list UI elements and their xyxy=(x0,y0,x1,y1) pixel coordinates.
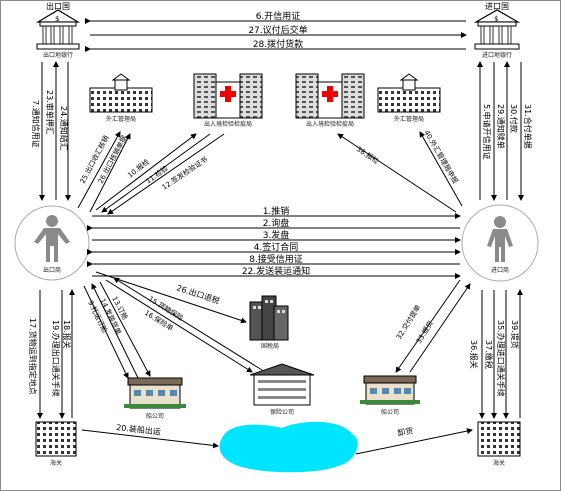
flow-arrow-14 xyxy=(91,283,139,379)
exporter-country-label: 出口国 xyxy=(46,1,70,11)
flow-label-33: 33.提货 xyxy=(414,319,435,345)
inspection-left-icon xyxy=(193,73,263,119)
flow-label-4: 4.签订合同 xyxy=(254,241,299,253)
exporter-label: 出口商 xyxy=(43,266,61,274)
flow-arrow-40 xyxy=(419,131,463,207)
flow-label-1: 1.推销 xyxy=(263,205,290,217)
exporter-bank-label: 出口地银行 xyxy=(43,51,73,59)
flow-label-7: 7.通知信用证 xyxy=(31,100,41,148)
flow-arrow-20 xyxy=(81,429,219,449)
exporter-node xyxy=(14,205,90,281)
svg-text:$: $ xyxy=(55,15,59,23)
flow-arrow-9 xyxy=(83,285,129,379)
fx-bureau-left-label: 外汇管理局 xyxy=(106,115,136,123)
inspection-right-label: 出入境检验检疫局 xyxy=(306,120,354,128)
tax-bureau-icon xyxy=(249,295,289,341)
exporter-bank-icon: $ xyxy=(35,9,81,50)
flow-label-35: 35.办理进口通关手续 xyxy=(496,320,506,397)
importer-bank-icon: $ xyxy=(473,9,521,50)
flow-label-38: 38.报检 xyxy=(355,144,381,166)
customs-right-icon xyxy=(477,421,521,457)
flow-label-5: 5.申请开信用证 xyxy=(482,104,492,160)
flow-label-37: 37.缴税 xyxy=(484,340,494,369)
flow-label-36: 36.报关 xyxy=(469,340,479,369)
exporter-person-icon xyxy=(34,215,70,262)
flow-arrow-32 xyxy=(395,279,461,373)
flow-arrow-26 xyxy=(89,133,131,213)
flow-label-30: 30.付款 xyxy=(509,104,519,133)
flow-label-unload: 卸货 xyxy=(396,425,414,438)
flow-label-tax: 26.出口退税 xyxy=(175,282,221,305)
flow-arrow-25 xyxy=(77,131,121,209)
shipping-company-right-icon xyxy=(360,375,420,405)
flow-arrow-16 xyxy=(113,277,263,371)
importer-label: 进口商 xyxy=(491,266,509,274)
fx-bureau-right-icon xyxy=(377,73,441,113)
flow-arrow-10 xyxy=(95,133,197,211)
inspection-left-label: 出入境检验检疫局 xyxy=(204,120,252,128)
flow-arrow-unload xyxy=(355,428,473,455)
sea-shape xyxy=(219,421,358,473)
flow-arrow-11 xyxy=(101,133,211,213)
flow-arrow-15 xyxy=(105,279,253,373)
flow-arrow-12 xyxy=(107,133,225,215)
customs-right-label: 海关 xyxy=(493,459,505,467)
insurance-company-label: 保险公司 xyxy=(270,408,294,416)
shipping-company-right-label: 船公司 xyxy=(381,408,399,416)
flow-label-6: 6.开信用证 xyxy=(256,10,301,22)
flow-arrow-38 xyxy=(337,133,457,213)
flow-arrow-13 xyxy=(99,281,151,377)
flow-label-19: 19.办理出口通关手续 xyxy=(51,320,61,397)
flow-label-2: 2.询盘 xyxy=(263,217,290,229)
importer-country-label: 进口国 xyxy=(485,2,509,11)
flow-label-28: 28.拨付货款 xyxy=(253,38,303,50)
shipping-company-left-label: 船公司 xyxy=(146,412,164,420)
insurance-company-icon xyxy=(249,363,315,406)
flow-label-22: 22.发送装运通知 xyxy=(242,265,310,277)
importer-node xyxy=(461,204,539,282)
flow-label-23: 23.审单押汇 xyxy=(45,90,55,135)
fx-bureau-left-icon xyxy=(89,73,153,113)
customs-left-icon xyxy=(35,421,77,457)
flow-label-39: 39.提货 xyxy=(510,320,520,349)
flow-label-20: 20.装船出运 xyxy=(116,422,162,437)
flow-label-3: 3.发盘 xyxy=(263,229,290,241)
flow-label-24: 24.通知结汇 xyxy=(59,106,69,151)
customs-left-label: 海关 xyxy=(50,459,62,467)
flow-arrow-33 xyxy=(409,283,471,373)
fx-bureau-right-label: 外汇管理局 xyxy=(394,115,424,123)
importer-bank-label: 进口地银行 xyxy=(482,51,512,59)
inspection-right-icon xyxy=(295,73,365,119)
flow-label-18: 18.报关 xyxy=(62,320,72,349)
flow-label-40: 40.外汇管理局申报 xyxy=(422,129,460,186)
flow-label-8: 8.接受信用证 xyxy=(249,253,303,265)
shipping-company-left-icon xyxy=(124,377,186,409)
flow-label-31: 31.合付单据 xyxy=(523,104,533,149)
flow-arrow-tax xyxy=(95,271,247,324)
tax-bureau-label: 国税局 xyxy=(261,342,279,350)
flow-label-27: 27.议付后交单 xyxy=(248,24,307,36)
importer-person-icon xyxy=(487,216,513,262)
flow-label-29: 29.通知赎单 xyxy=(496,104,506,149)
flow-label-17: 17.货物运到指定地点 xyxy=(28,318,38,395)
svg-text:$: $ xyxy=(494,15,498,23)
